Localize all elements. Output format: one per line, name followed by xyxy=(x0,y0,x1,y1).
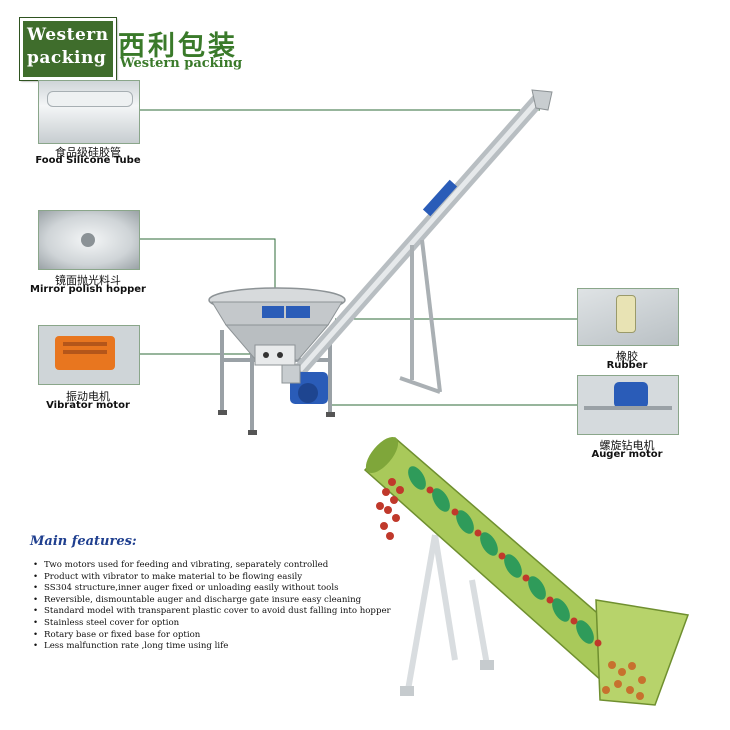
photo-rubber xyxy=(577,288,679,346)
label-silicone-tube-en: Food Silicone Tube xyxy=(35,155,141,166)
feature-item: SS304 structure,inner auger fixed or unl… xyxy=(30,583,391,595)
logo-chinese-name: 西利包装 xyxy=(118,31,238,62)
features-list: Two motors used for feeding and vibratin… xyxy=(30,560,391,653)
feature-item: Reversible, dismountable auger and disch… xyxy=(30,595,391,607)
control-box xyxy=(254,344,296,366)
feature-item: Less malfunction rate ,long time using l… xyxy=(30,641,391,653)
label-silicone-tube-cn: 食品级硅胶管 xyxy=(55,146,121,159)
company-logo: Western packing xyxy=(19,17,117,81)
auger-motor xyxy=(281,364,328,404)
feature-item: Rotary base or fixed base for option xyxy=(30,630,391,642)
photo-vibrator-motor xyxy=(38,325,140,385)
logo-line-2: packing xyxy=(27,48,107,68)
label-rubber-en: Rubber xyxy=(606,360,648,371)
hopper xyxy=(208,287,346,361)
photo-auger-motor xyxy=(577,375,679,435)
label-vibrator-motor-en: Vibrator motor xyxy=(46,400,130,411)
label-rubber-cn: 橡胶 xyxy=(616,350,638,363)
label-mirror-hopper-en: Mirror polish hopper xyxy=(30,284,146,295)
label-mirror-hopper-cn: 镜面抛光料斗 xyxy=(55,274,121,287)
photo-mirror-hopper xyxy=(38,210,140,270)
label-auger-motor-en: Auger motor xyxy=(591,449,663,460)
logo-line-1: Western xyxy=(27,25,109,45)
photo-silicone-tube xyxy=(38,80,140,144)
feature-item: Two motors used for feeding and vibratin… xyxy=(30,560,391,572)
auger-cutaway-illustration xyxy=(363,436,690,706)
label-auger-motor-cn: 螺旋钻电机 xyxy=(599,439,655,452)
auger-stand xyxy=(399,239,442,394)
logo-english-name: Western packing xyxy=(120,56,243,71)
feature-item: Standard model with transparent plastic … xyxy=(30,606,391,618)
label-vibrator-motor-cn: 振动电机 xyxy=(66,390,110,403)
features-title: Main features: xyxy=(30,534,137,549)
machine-feet xyxy=(218,410,335,435)
feature-item: Stainless steel cover for option xyxy=(30,618,391,630)
auger-tube xyxy=(293,89,553,377)
connector-lines xyxy=(138,109,577,406)
feature-item: Product with vibrator to make material t… xyxy=(30,572,391,584)
